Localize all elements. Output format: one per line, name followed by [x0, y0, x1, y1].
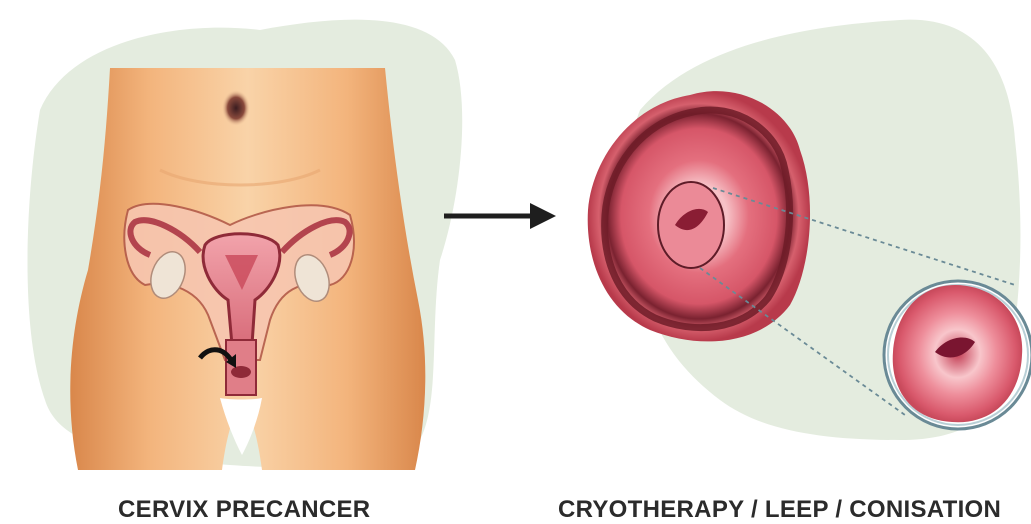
treated-cervix-zoom	[884, 281, 1031, 429]
caption-treatment-options: CRYOTHERAPY / LEEP / CONISATION	[558, 496, 1001, 524]
cervix-marker	[231, 366, 251, 378]
torso-illustration	[70, 68, 425, 470]
arrow-right-icon	[444, 203, 556, 229]
navel	[222, 90, 250, 126]
caption-cervix-precancer: CERVIX PRECANCER	[118, 496, 370, 524]
